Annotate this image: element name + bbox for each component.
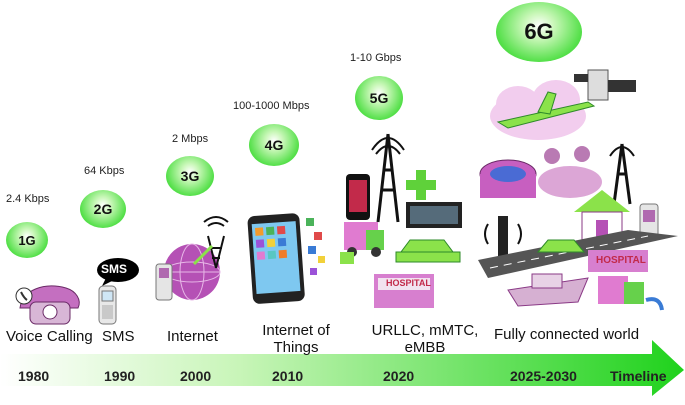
speed-4g: 100-1000 Mbps (233, 100, 310, 112)
gen-4g-badge: 4G (249, 124, 299, 166)
year-1980: 1980 (18, 368, 50, 384)
year-2010: 2010 (272, 368, 304, 384)
speed-2g: 64 Kbps (84, 165, 125, 177)
mobile-phone-icon (98, 285, 117, 325)
year-2000: 2000 (180, 368, 212, 384)
speed-3g: 2 Mbps (172, 133, 209, 145)
rotary-phone-icon (15, 285, 80, 325)
gen-6g-badge: 6G (496, 2, 582, 62)
speed-1g: 2.4 Kbps (6, 193, 50, 205)
hospital-sign-6g: HOSPITAL (596, 255, 646, 266)
gen-5g-badge: 5G (355, 76, 403, 120)
hospital-sign-5g: HOSPITAL (386, 278, 431, 288)
gen-2g-badge: 2G (80, 190, 126, 228)
caption-iot: Internet of Things (262, 322, 330, 356)
5g-network-cluster-icon (340, 133, 462, 308)
caption-5g-services: URLLC, mMTC, eMBB (371, 322, 479, 356)
caption-fully-connected: Fully connected world (494, 326, 640, 343)
speed-5g: 1-10 Gbps (350, 52, 402, 64)
caption-internet: Internet (167, 328, 218, 345)
year-1990: 1990 (104, 368, 136, 384)
year-2025-2030: 2025-2030 (510, 368, 577, 384)
caption-sms: SMS (102, 328, 135, 345)
smartphone-apps-icon (247, 213, 325, 304)
caption-voice-calling: Voice Calling (6, 328, 93, 345)
internet-globe-icon (155, 216, 229, 301)
gen-3g-badge: 3G (166, 156, 214, 196)
timeline-arrow (0, 340, 684, 396)
timeline-label: Timeline (610, 368, 667, 384)
gen-1g-badge: 1G (6, 222, 48, 258)
sms-bubble-text: SMS (101, 262, 128, 276)
sms-bubble-icon (97, 258, 139, 286)
year-2020: 2020 (383, 368, 415, 384)
6g-connected-world-icon (478, 69, 678, 311)
